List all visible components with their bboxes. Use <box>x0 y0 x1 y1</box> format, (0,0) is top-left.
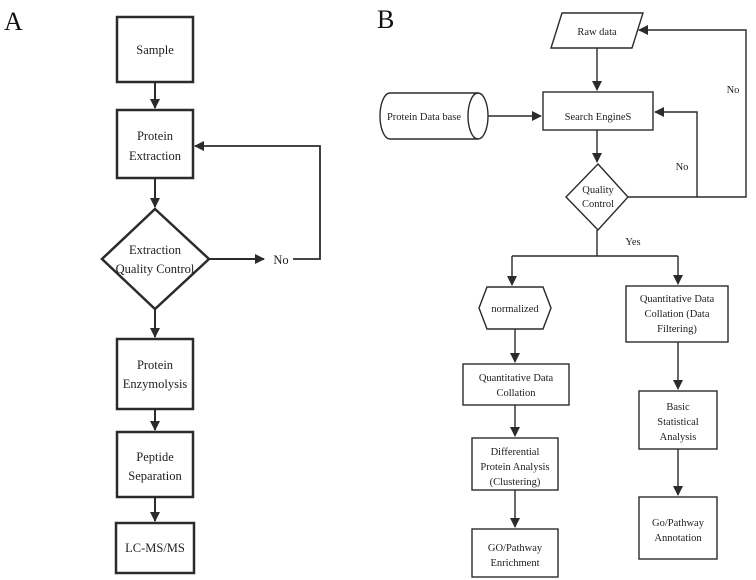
no-label-outer: No <box>727 85 740 96</box>
differential-analysis-box <box>471 437 559 491</box>
yes-label: Yes <box>625 237 640 248</box>
normalized-hexagon <box>478 286 552 330</box>
extraction-qc-diamond <box>100 207 211 311</box>
protein-database-label: Protein Data base <box>387 112 461 123</box>
search-engine-label: Search EngineS <box>565 112 632 123</box>
normalized-label: normalized <box>491 304 539 315</box>
go-annotation-label-2: Annotation <box>654 533 702 544</box>
quant-collation-left-label-2: Collation <box>496 388 536 399</box>
sample-box <box>115 15 195 84</box>
lcms-box <box>114 521 196 575</box>
basic-stats-box <box>638 390 718 450</box>
peptide-separation-label-1: Peptide <box>136 450 174 464</box>
differential-label-3: (Clustering) <box>490 477 541 488</box>
quant-collation-left-box <box>462 363 570 406</box>
go-annotation-box <box>638 496 718 560</box>
arrow-no-loop-extraction <box>194 141 321 260</box>
sample-label: Sample <box>136 43 174 57</box>
quality-control-label-2: Control <box>582 199 614 210</box>
extraction-qc-label-1: Extraction <box>129 243 182 257</box>
extraction-qc-label-2: Quality Control <box>116 262 195 276</box>
arrow-qc-no-raw <box>638 25 747 198</box>
quant-collation-right-label-2: Collation (Data <box>644 309 709 320</box>
no-label-inner: No <box>676 162 689 173</box>
protein-enzymolysis-box <box>115 337 195 411</box>
protein-extraction-label-2: Extraction <box>129 149 182 163</box>
basic-stats-label-2: Statistical <box>657 417 698 428</box>
quant-collation-right-label-3: Filtering) <box>657 324 697 335</box>
search-engine-box <box>542 91 654 131</box>
peptide-separation-label-2: Separation <box>128 469 182 483</box>
protein-database-cylinder-edge <box>467 92 479 140</box>
quality-control-diamond <box>565 162 629 232</box>
go-annotation-label-1: Go/Pathway <box>652 518 705 529</box>
basic-stats-label-3: Analysis <box>660 432 697 443</box>
protein-enzymolysis-label-2: Enzymolysis <box>123 377 188 391</box>
differential-label-2: Protein Analysis <box>480 462 549 473</box>
peptide-separation-box <box>115 430 195 499</box>
lcms-label: LC-MS/MS <box>125 541 185 555</box>
differential-label-1: Differential <box>491 447 540 458</box>
quant-collation-right-label-1: Quantitative Data <box>640 294 715 305</box>
go-enrichment-label-1: GO/Pathway <box>488 543 543 554</box>
go-enrichment-box <box>471 528 559 578</box>
protein-enzymolysis-label-1: Protein <box>137 358 174 372</box>
flow-a <box>100 15 321 575</box>
arrow-qc-no-search <box>628 107 698 198</box>
protein-extraction-box <box>115 108 195 180</box>
raw-data-label: Raw data <box>577 27 617 38</box>
quality-control-label-1: Quality <box>582 185 614 196</box>
no-label-a: No <box>273 253 288 267</box>
protein-extraction-label-1: Protein <box>137 129 174 143</box>
flow-b <box>379 12 747 578</box>
raw-data-parallelogram <box>550 12 644 49</box>
quant-collation-right-box <box>625 285 729 343</box>
basic-stats-label-1: Basic <box>666 402 690 413</box>
go-enrichment-label-2: Enrichment <box>491 558 540 569</box>
quant-collation-left-label-1: Quantitative Data <box>479 373 554 384</box>
panel-label-b: B <box>377 5 394 34</box>
panel-label-a: A <box>4 7 23 36</box>
